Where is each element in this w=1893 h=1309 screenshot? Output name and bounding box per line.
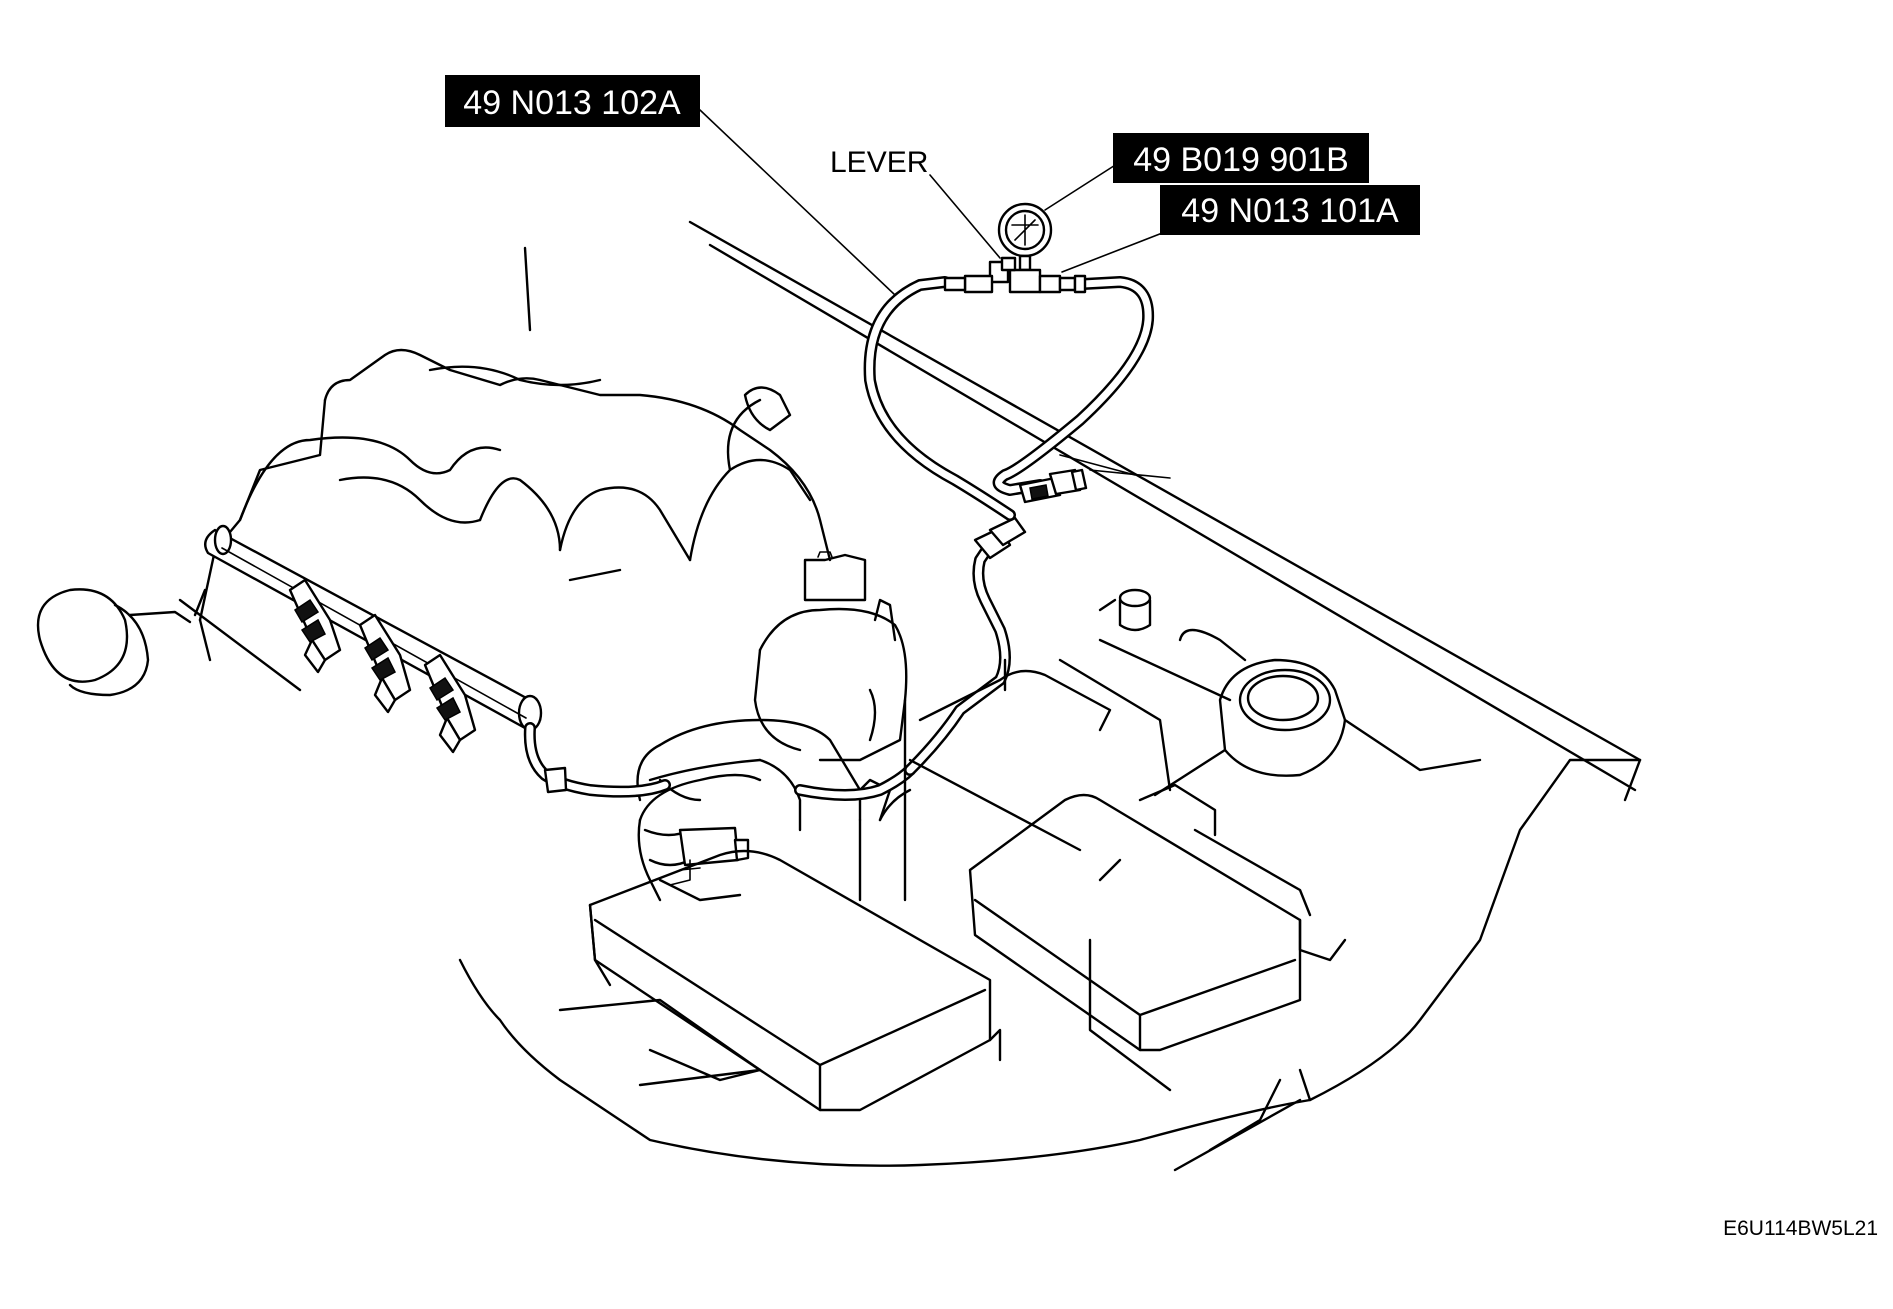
lever-label: LEVER <box>830 146 928 179</box>
pressure-gauge-assembly <box>943 202 1087 294</box>
battery-box <box>968 783 1347 1052</box>
fender-outline <box>523 220 1642 802</box>
engine-bay-floor <box>458 758 1642 1172</box>
callout-hose-assembly-text: 49 N013 102A <box>463 84 681 122</box>
engine-intake-manifold <box>178 348 832 692</box>
label-lever: LEVER <box>830 146 928 179</box>
callout-gauge-adapter-text: 49 N013 101A <box>1181 192 1399 230</box>
misc-body-lines <box>858 658 1122 902</box>
injector-3 <box>423 653 477 754</box>
small-cap <box>1058 588 1232 792</box>
fuel-supply-line <box>523 516 1027 801</box>
test-hose-loop <box>863 276 1155 521</box>
callout-gauge-adapter: 49 N013 101A <box>1160 185 1420 235</box>
reservoir-cap <box>1153 628 1482 797</box>
fuel-injectors <box>288 578 477 754</box>
figure-code: E6U114BW5L21 <box>1723 1217 1878 1240</box>
callout-pressure-gauge: 49 B019 901B <box>1113 133 1369 183</box>
callout-pressure-gauge-text: 49 B019 901B <box>1133 141 1349 179</box>
throttle-body <box>753 551 908 762</box>
oil-filler-cap <box>36 588 192 697</box>
injector-2 <box>358 613 412 714</box>
air-flow-sensor-connector <box>658 826 750 902</box>
relay-box <box>558 849 1002 1112</box>
injector-1 <box>288 578 342 674</box>
callout-hose-assembly: 49 N013 102A <box>445 75 700 127</box>
leader-lines <box>699 109 1171 296</box>
